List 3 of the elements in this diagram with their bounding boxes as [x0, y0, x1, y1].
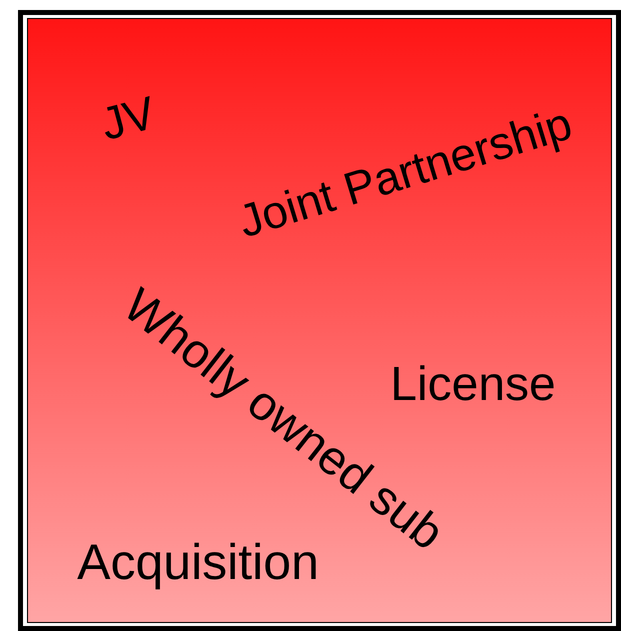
label-text: Acquisition	[77, 537, 319, 587]
label-text: JV	[96, 88, 160, 148]
label-text: License	[390, 361, 556, 409]
